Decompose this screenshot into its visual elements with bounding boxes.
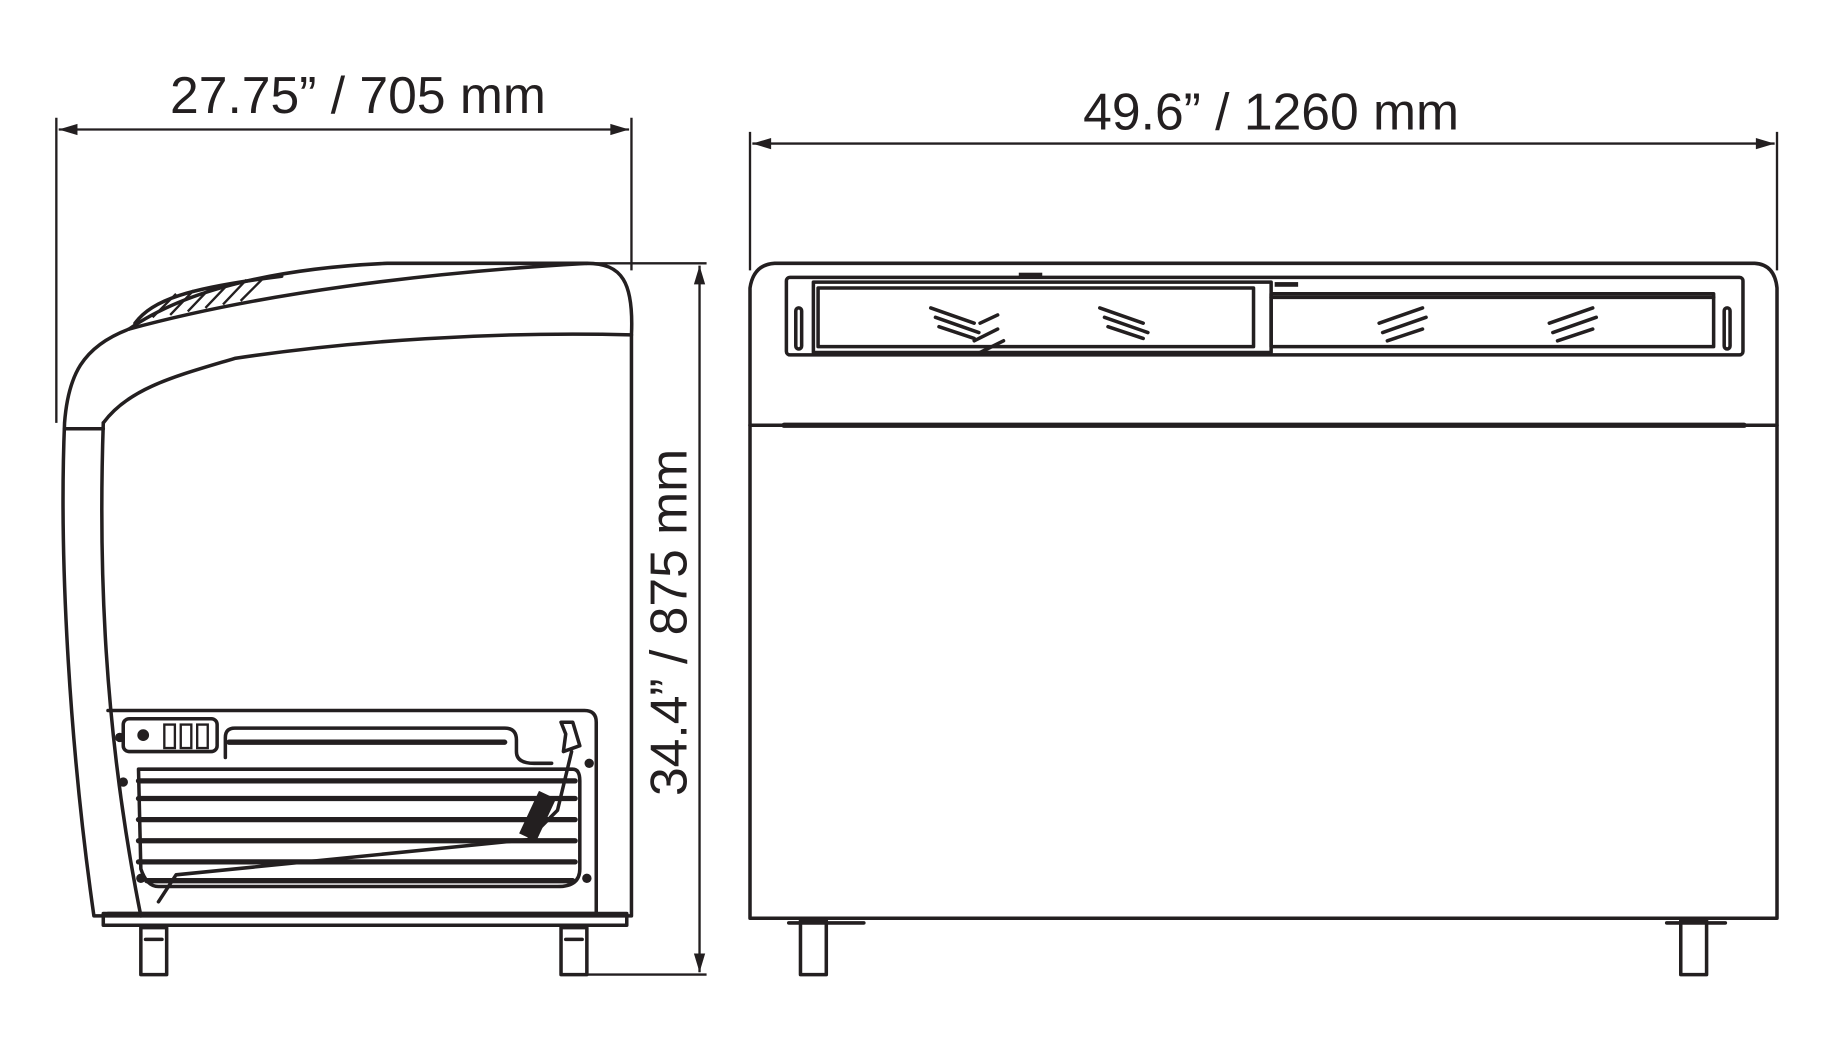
- front-view: [748, 261, 1779, 977]
- sliding-glass-lid: [784, 272, 1745, 357]
- height-label: 34.4” / 875 mm: [640, 449, 698, 796]
- height-dimension: 34.4” / 875 mm: [551, 262, 707, 976]
- width-label: 49.6” / 1260 mm: [1083, 83, 1459, 141]
- glass-reflection-marks: [928, 306, 1599, 355]
- width-dimension: 49.6” / 1260 mm: [748, 83, 1779, 271]
- depth-label: 27.75” / 705 mm: [170, 66, 546, 124]
- caster-left: [139, 925, 169, 977]
- caster-front-left: [786, 918, 866, 977]
- condenser-grille: [135, 739, 582, 889]
- caster-front-right: [1664, 918, 1728, 977]
- side-view: [61, 261, 634, 977]
- depth-dimension: 27.75” / 705 mm: [55, 66, 633, 423]
- handle-vents: [151, 276, 265, 319]
- caster-right: [559, 925, 589, 977]
